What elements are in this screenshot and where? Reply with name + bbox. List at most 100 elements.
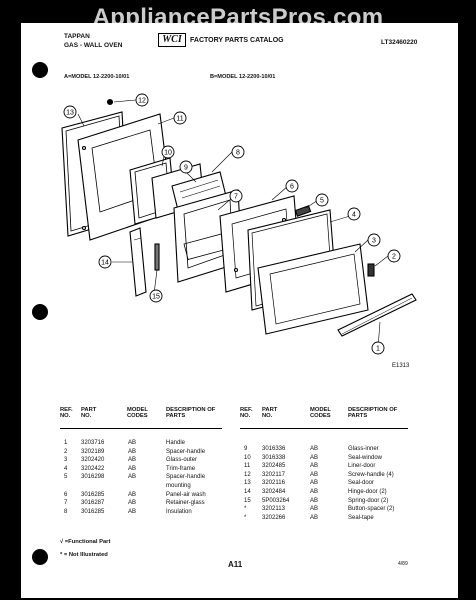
brand-name: TAPPAN [64, 33, 90, 40]
description-cell: Panel-air wash [166, 491, 206, 498]
description-cell: Handle [166, 440, 186, 446]
wci-logo: WCI [158, 33, 186, 47]
ref-no-cell: 14 [244, 489, 251, 495]
description-cell: Spring-door (2) [348, 497, 389, 504]
spacer-handle-mounting-part [294, 205, 312, 217]
model-code-cell: AB [310, 463, 319, 470]
ref-no-cell: 5 [64, 474, 68, 481]
table-row: 12 3202117 AB Screw-handle (4) [240, 472, 420, 481]
binder-hole-top [32, 62, 48, 78]
callout-11: 11 [173, 111, 187, 125]
callout-number: 1 [376, 346, 380, 353]
table-row: 1 3203716 AB Handle [60, 440, 225, 449]
callout-12: 12 [135, 93, 149, 107]
model-code-cell: AB [310, 480, 319, 487]
description-cell: Trim-frame [166, 465, 196, 472]
callout-number: 15 [152, 294, 160, 301]
catalog-title: FACTORY PARTS CATALOG [190, 37, 284, 44]
model-code-cell: AB [128, 500, 137, 507]
header-rule-left [60, 428, 222, 429]
page-number: A11 [228, 560, 243, 569]
part-no-cell: 5P003264 [262, 497, 290, 504]
ref-no-cell: 15 [244, 497, 251, 504]
model-code-cell: AB [128, 440, 137, 446]
header-part-no-left: PART NO. [81, 407, 97, 420]
table-row: mounting [60, 483, 225, 492]
header-ref-no-left: REF. NO. [60, 407, 73, 420]
part-no-cell: 3016287 [81, 500, 105, 507]
part-no-cell: 3202117 [262, 471, 285, 478]
callout-15: 15 [149, 289, 163, 303]
ref-no-cell: 8 [64, 508, 68, 515]
table-row: 7 3016287 AB Retainer-glass [60, 500, 225, 509]
callout-number: 6 [290, 184, 294, 191]
callout-number: 7 [234, 194, 238, 201]
ref-no-cell: 1 [64, 440, 68, 446]
description-cell: Retainer-glass [166, 500, 205, 507]
part-no-cell: 3203716 [81, 440, 105, 446]
ref-no-cell: 2 [64, 448, 68, 455]
callout-1: 1 [371, 341, 385, 355]
ref-no-cell: 6 [64, 491, 68, 498]
part-no-cell: 3016338 [262, 454, 286, 461]
callout-5: 5 [315, 193, 329, 207]
spacer-handle-part [367, 263, 375, 277]
callout-13: 13 [63, 105, 77, 119]
model-code-cell: AB [128, 508, 137, 515]
part-no-cell: 3202113 [262, 506, 285, 513]
model-code-cell: AB [128, 465, 137, 472]
description-cell: mounting [166, 483, 191, 489]
ref-no-cell: 9 [244, 446, 248, 452]
description-cell: Glass-inner [348, 446, 379, 452]
callout-6: 6 [285, 179, 299, 193]
header-rule-right [240, 428, 408, 429]
catalog-date: 4/89 [398, 561, 408, 567]
part-no-cell: 3202266 [262, 514, 286, 521]
handle-part [337, 293, 417, 337]
ref-no-cell: 3 [64, 457, 68, 464]
callout-number: 10 [164, 150, 172, 157]
description-cell: Hinge-door (2) [348, 489, 387, 495]
part-no-cell: 3016336 [262, 446, 286, 452]
part-no-cell: 3202420 [81, 457, 105, 464]
header-model-codes-left: MODEL CODES [127, 407, 148, 420]
description-cell: Seal-window [348, 454, 383, 461]
ref-no-cell: 7 [64, 500, 68, 507]
callout-2: 2 [387, 249, 401, 263]
ref-no-cell: 11 [244, 463, 251, 470]
model-code-cell: AB [128, 457, 137, 464]
ref-no-cell: 10 [244, 454, 251, 461]
model-code-cell: AB [310, 471, 319, 478]
functional-part-note: √ =Functional Part [60, 539, 111, 545]
glass-outer-part [257, 243, 369, 335]
part-no-cell: 3202485 [262, 463, 286, 470]
header-model-codes-right: MODEL CODES [310, 407, 331, 420]
binder-hole-middle [32, 304, 48, 320]
description-cell: Screw-handle (4) [348, 471, 394, 478]
callout-14: 14 [98, 255, 112, 269]
ref-no-cell: 12 [244, 471, 251, 478]
binder-hole-bottom [32, 549, 48, 565]
catalog-number: LT32460220 [381, 39, 418, 46]
callout-number: 5 [320, 198, 324, 205]
model-code-cell: AB [310, 446, 319, 452]
part-no-cell: 3202484 [262, 489, 286, 495]
callout-number: 4 [352, 212, 356, 219]
part-no-cell: 3202189 [81, 448, 105, 455]
model-code-cell: AB [310, 514, 319, 521]
callout-number: 8 [236, 150, 240, 157]
callout-3: 3 [367, 233, 381, 247]
